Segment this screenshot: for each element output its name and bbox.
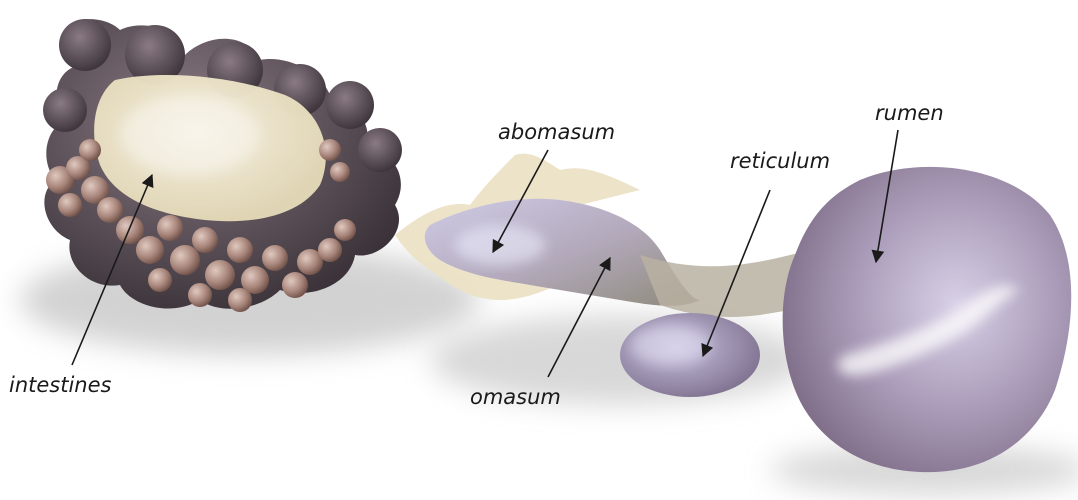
intestines-illustration: [43, 19, 402, 312]
rumen-illustration: [783, 167, 1072, 472]
label-text-reticulum: reticulum: [730, 149, 830, 173]
label-text-abomasum: abomasum: [498, 120, 615, 144]
label-text-omasum: omasum: [470, 385, 561, 409]
reticulum-illustration: [620, 313, 760, 397]
label-text-intestines: intestines: [9, 373, 112, 397]
label-text-rumen: rumen: [875, 101, 944, 125]
